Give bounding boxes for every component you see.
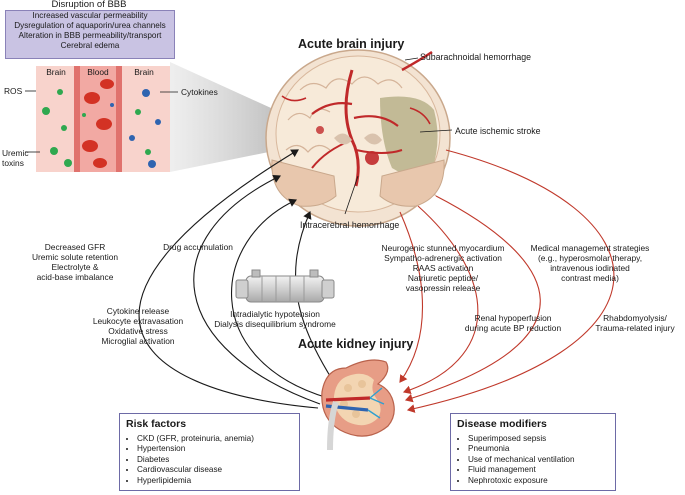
disease-modifiers-list: Superimposed sepsis Pneumonia Use of mec…: [457, 434, 609, 486]
mechanism-line: vasopressin release: [405, 283, 481, 293]
neurogenic-mechanisms: Neurogenic stunned myocardium Sympatho-a…: [373, 243, 513, 293]
list-item: Use of mechanical ventilation: [468, 455, 609, 465]
mechanism-line: Dialysis disequilibrium syndrome: [214, 319, 336, 329]
mechanism-line: Rhabdomyolysis/: [603, 313, 667, 323]
mechanism-line: acid-base imbalance: [36, 272, 114, 282]
mechanism-line: Medical management strategies: [530, 243, 650, 253]
bbb-title: Disruption of BBB: [51, 0, 127, 10]
brain-label-left: Brain: [46, 67, 66, 77]
risk-factors-title: Risk factors: [126, 418, 187, 430]
brain-to-kidney-arrows: [399, 149, 615, 413]
mechanism-line: intravenous iodinated: [550, 263, 630, 273]
bbb-effects-box: Increased vascular permeability Dysregul…: [5, 10, 175, 59]
renal-hypoperfusion-mechanisms: Renal hypoperfusion during acute BP redu…: [458, 313, 568, 333]
uremic-label-line1: Uremic: [2, 148, 29, 158]
mechanism-line: Leukocyte extravasation: [92, 316, 184, 326]
bbb-effect: Alteration in BBB permeability/transport: [18, 31, 162, 40]
mechanism-line: Sympatho-adrenergic activation: [384, 253, 502, 263]
mechanism-line: Cytokine release: [106, 306, 170, 316]
list-item: Nephrotoxic exposure: [468, 476, 609, 486]
mechanism-line: Natriuretic peptide/: [407, 273, 479, 283]
ischemic-stroke-label: Acute ischemic stroke: [455, 126, 541, 136]
mechanism-line: Oxidative stress: [108, 326, 168, 336]
list-item: Hyperlipidemia: [137, 476, 293, 486]
risk-factors-box: Risk factors CKD (GFR, proteinuria, anem…: [119, 413, 300, 491]
kidney-to-brain-arrows: [138, 149, 341, 409]
drug-accumulation-label: Drug accumulation: [163, 242, 233, 252]
bbb-panel-graphic: [25, 66, 178, 172]
bbb-effect: Cerebral edema: [60, 41, 120, 50]
disease-modifiers-box: Disease modifiers Superimposed sepsis Pn…: [450, 413, 616, 491]
brain-label-right: Brain: [134, 67, 154, 77]
list-item: CKD (GFR, proteinuria, anemia): [137, 434, 293, 444]
kidney-graphic: [321, 359, 395, 451]
ros-label: ROS: [4, 86, 23, 96]
mechanism-line: Electrolyte &: [51, 262, 99, 272]
list-item: Diabetes: [137, 455, 293, 465]
mechanism-line: Trauma-related injury: [595, 323, 675, 333]
risk-factors-list: CKD (GFR, proteinuria, anemia) Hypertens…: [126, 434, 293, 486]
mechanism-line: Neurogenic stunned myocardium: [381, 243, 505, 253]
medical-management-mechanisms: Medical management strategies (e.g., hyp…: [520, 243, 660, 283]
uremic-label-line2: toxins: [2, 158, 24, 168]
mechanism-line: Renal hypoperfusion: [474, 313, 552, 323]
bbb-effect: Increased vascular permeability: [32, 11, 148, 20]
ich-label: Intracerebral hemorrhage: [300, 220, 400, 230]
list-item: Hypertension: [137, 444, 293, 454]
cytokine-mechanisms: Cytokine release Leukocyte extravasation…: [78, 306, 198, 346]
mechanism-line: contrast media): [561, 273, 619, 283]
kidney-injury-title: Acute kidney injury: [298, 337, 414, 351]
brain-graphic: [265, 49, 453, 227]
sah-label: Subarachnoidal hemorrhage: [420, 52, 532, 62]
mechanism-line: Uremic solute retention: [31, 252, 119, 262]
list-item: Pneumonia: [468, 444, 609, 454]
list-item: Fluid management: [468, 465, 609, 475]
list-item: Superimposed sepsis: [468, 434, 609, 444]
bbb-effect: Dysregulation of aquaporin/urea channels: [14, 21, 166, 30]
gfr-mechanisms: Decreased GFR Uremic solute retention El…: [15, 242, 135, 282]
mechanism-line: during acute BP reduction: [464, 323, 562, 333]
list-item: Cardiovascular disease: [137, 465, 293, 475]
dialysis-mechanisms: Intradialytic hypotension Dialysis diseq…: [200, 309, 350, 329]
dialyzer-graphic: [235, 269, 335, 303]
mechanism-line: Decreased GFR: [44, 242, 106, 252]
rhabdomyolysis-mechanisms: Rhabdomyolysis/ Trauma-related injury: [580, 313, 685, 333]
mechanism-line: RAAS activation: [412, 263, 474, 273]
mechanism-line: Microglial activation: [101, 336, 175, 346]
disease-modifiers-title: Disease modifiers: [457, 418, 547, 430]
mechanism-line: (e.g., hyperosmolar therapy,: [537, 253, 643, 263]
cytokines-label: Cytokines: [181, 87, 218, 97]
mechanism-line: Intradialytic hypotension: [230, 309, 320, 319]
blood-label: Blood: [87, 67, 109, 77]
brain-injury-title: Acute brain injury: [298, 37, 405, 51]
